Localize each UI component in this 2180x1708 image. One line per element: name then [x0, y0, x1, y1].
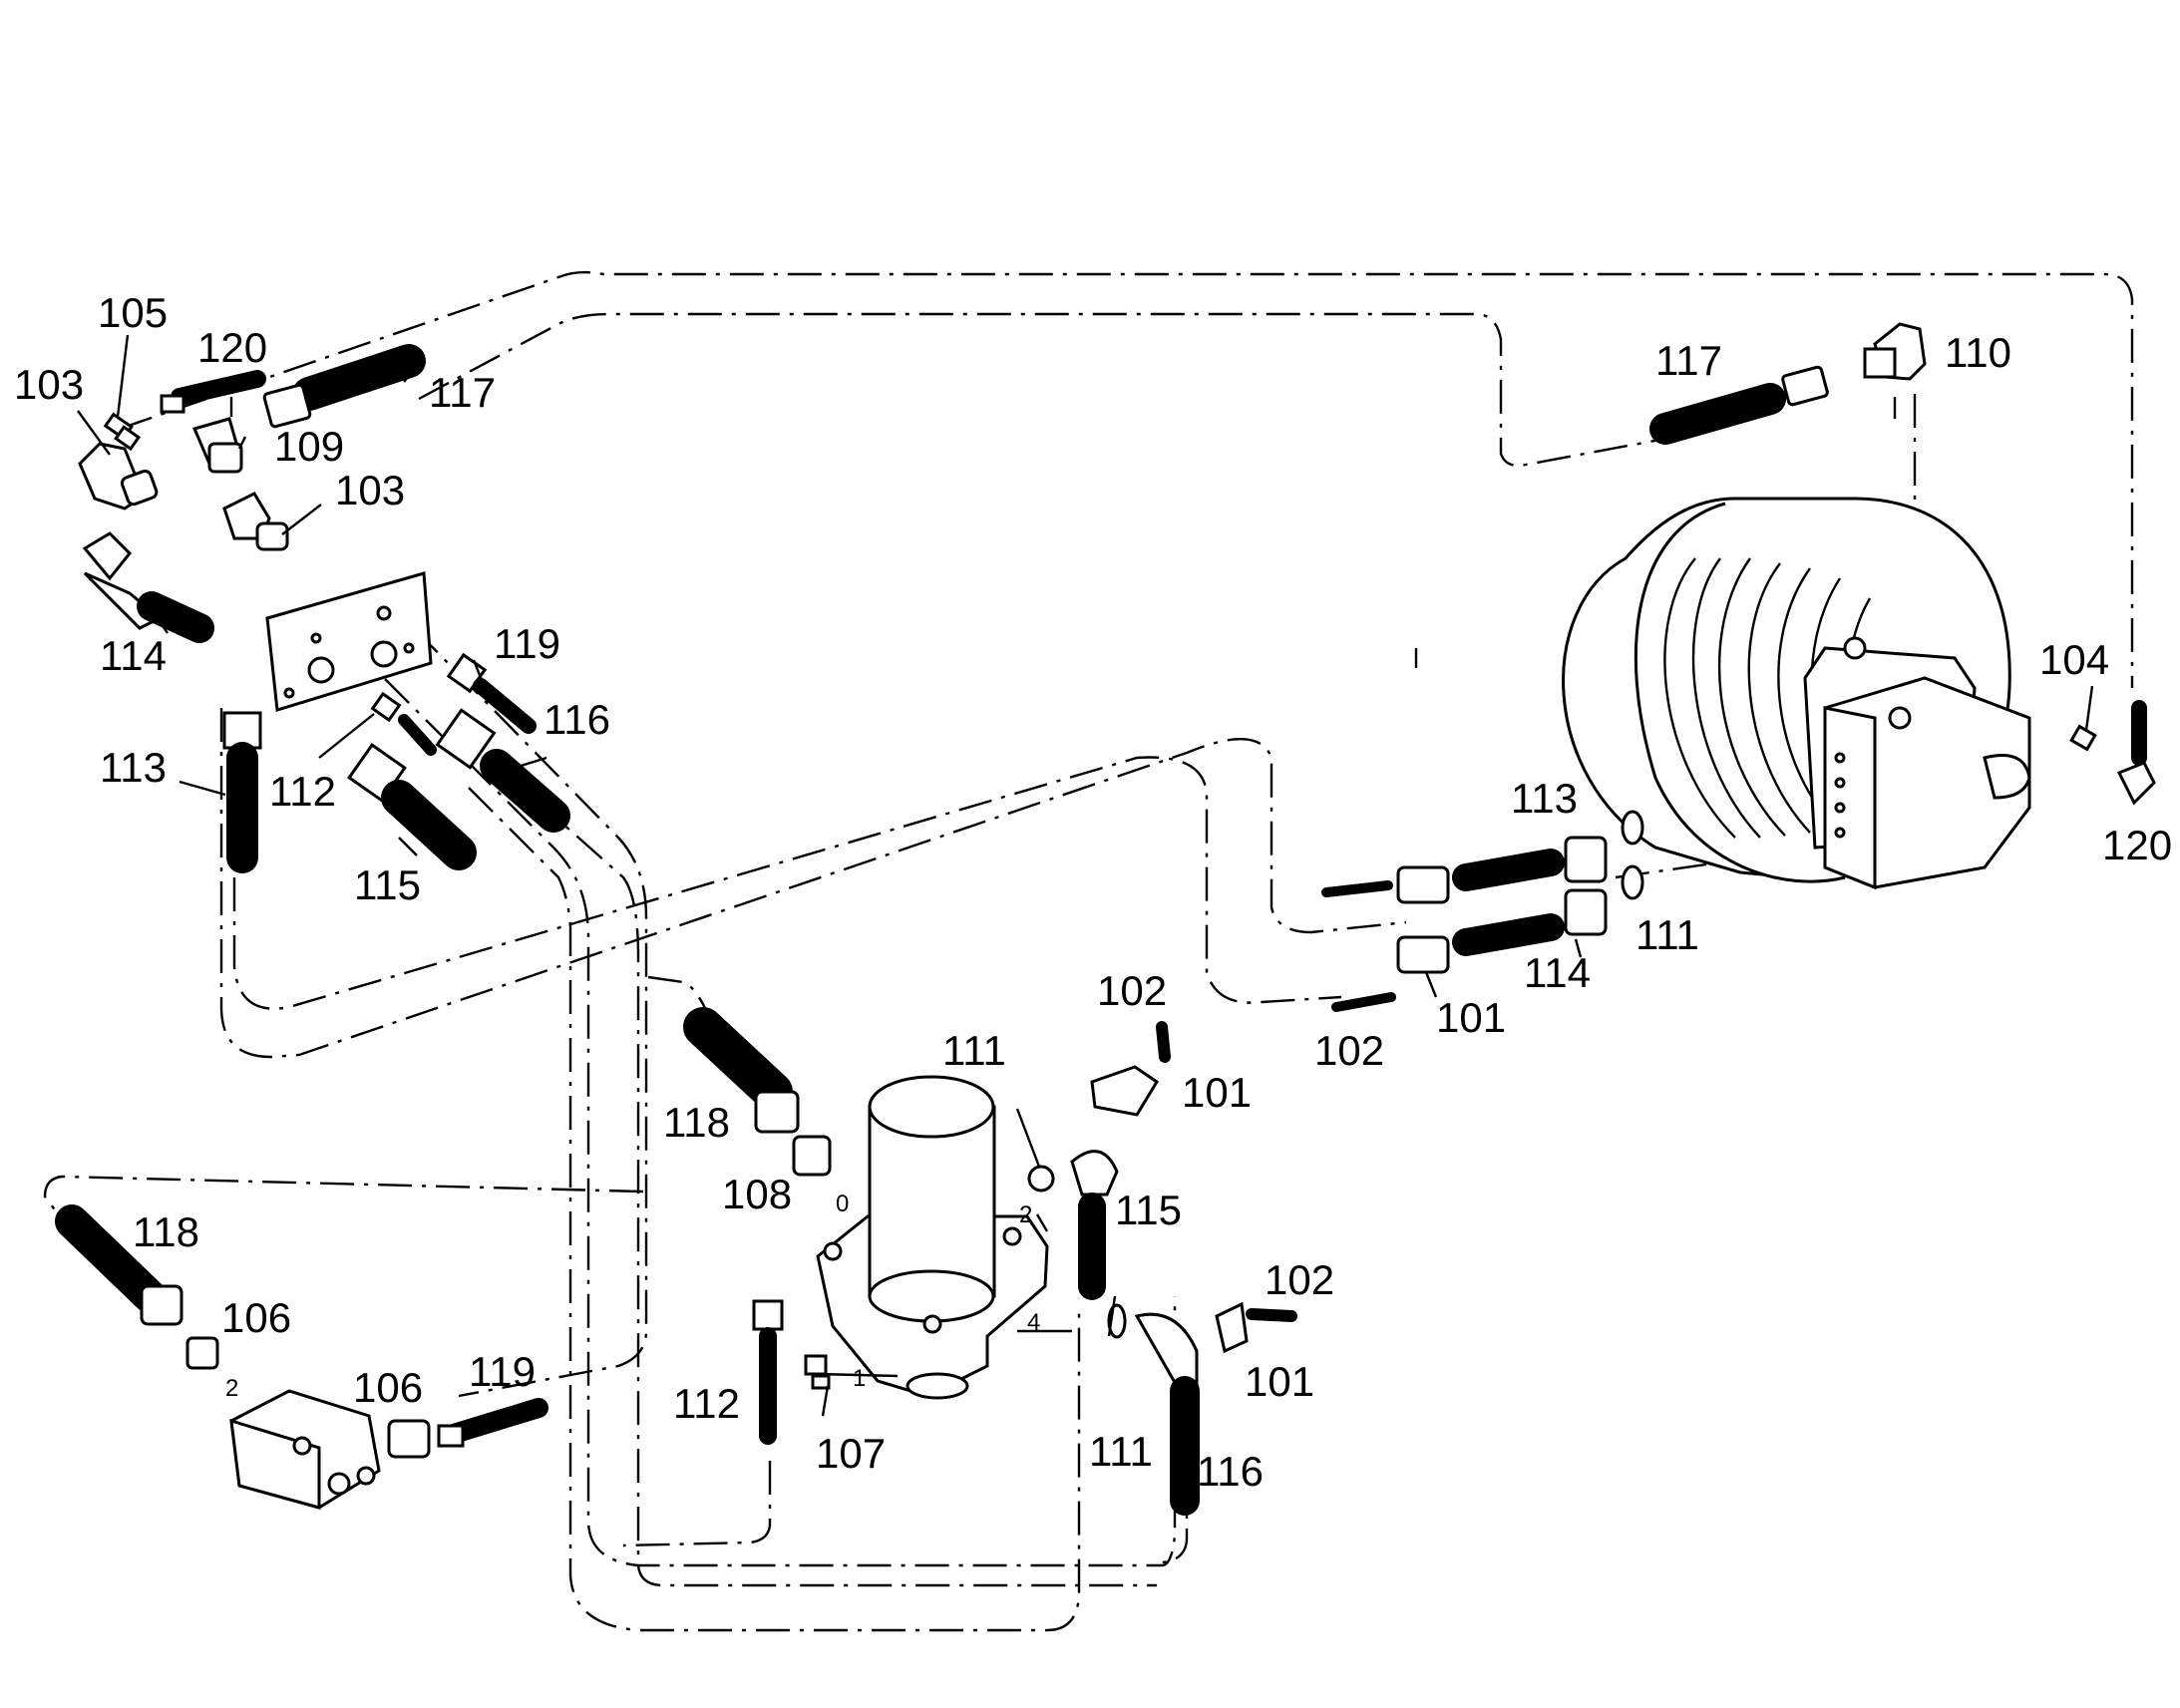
port-label-4: 4: [1027, 1309, 1040, 1336]
wheel-motor: [1562, 497, 2031, 890]
left-fittings: [78, 344, 570, 873]
callout-103-left: 103: [14, 361, 84, 408]
callout-108: 108: [722, 1171, 792, 1217]
callout-112-bottom: 112: [673, 1380, 740, 1427]
callout-111-bottom: 111: [1089, 1428, 1153, 1475]
callout-110: 110: [1945, 329, 2011, 376]
port-label-2-block: 2: [225, 1375, 238, 1402]
callout-102-bottom: 102: [1265, 1256, 1334, 1303]
leader-lines: [77, 334, 2094, 1417]
callout-111-right: 111: [1635, 911, 1699, 958]
callout-113-right: 113: [1511, 775, 1578, 822]
callout-116-top: 116: [544, 696, 610, 743]
callout-114-left: 114: [100, 632, 167, 679]
port-label-2-pump: 2: [1019, 1201, 1032, 1228]
callout-104: 104: [2039, 636, 2109, 683]
callout-120-right: 120: [2102, 822, 2172, 868]
callout-103-center: 103: [335, 467, 405, 513]
callout-107: 107: [816, 1430, 886, 1477]
pump-assembly: [683, 1007, 1297, 1516]
callout-114-right: 114: [1524, 949, 1591, 996]
callout-117-right: 117: [1655, 337, 1722, 384]
callout-120-top: 120: [197, 324, 267, 371]
callout-101-right: 101: [1436, 994, 1506, 1041]
callout-105: 105: [98, 289, 168, 336]
manifold-block: [55, 1204, 548, 1510]
callout-102-right: 102: [1314, 1027, 1384, 1074]
callout-101-center: 101: [1182, 1069, 1252, 1116]
port-numbers: 0 2 4 1 2: [225, 1191, 1040, 1402]
callout-102-center: 102: [1097, 967, 1167, 1014]
callout-119-top: 119: [494, 620, 560, 667]
port-label-1: 1: [853, 1365, 866, 1392]
callout-119-bottom: 119: [469, 1348, 536, 1395]
callout-115-center: 115: [1115, 1187, 1182, 1233]
port-label-0: 0: [836, 1191, 849, 1217]
callout-101-bottom: 101: [1245, 1358, 1314, 1405]
callout-113-left: 113: [100, 744, 167, 791]
callout-116-bottom: 116: [1197, 1448, 1264, 1495]
callout-109: 109: [274, 423, 344, 470]
right-fittings: [1321, 322, 2156, 1012]
callout-106-bottom: 106: [353, 1364, 423, 1411]
callout-106-left: 106: [221, 1294, 291, 1341]
callout-112-top: 112: [269, 768, 336, 815]
callout-111-center: 111: [942, 1027, 1006, 1074]
callout-118-center: 118: [663, 1099, 730, 1146]
callout-115-top: 115: [354, 861, 421, 908]
callout-numbers: 105 120 103 117 109 103 114 119 116 113 …: [14, 289, 2172, 1495]
callout-117-top: 117: [429, 369, 496, 416]
callout-118-left: 118: [133, 1208, 199, 1255]
